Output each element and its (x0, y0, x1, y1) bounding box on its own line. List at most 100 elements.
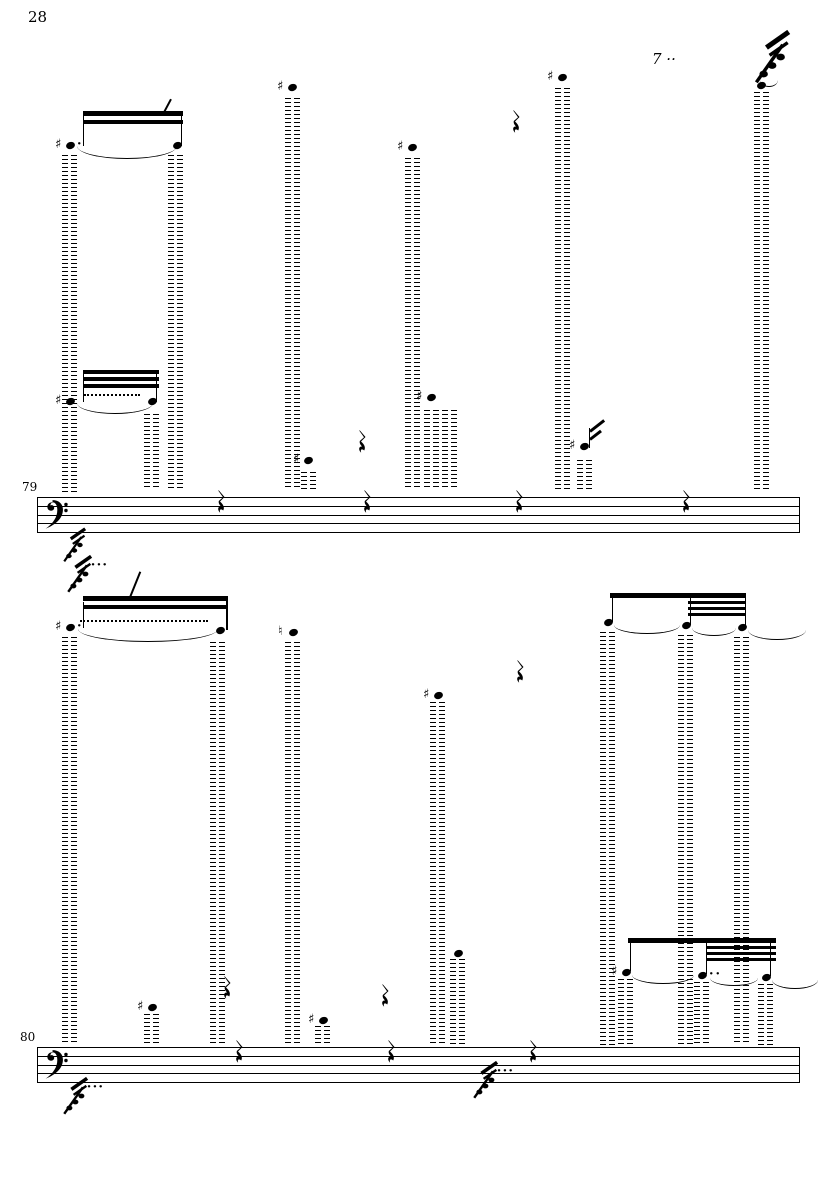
note-stem (83, 602, 85, 628)
quarter-rest-icon (528, 1040, 539, 1064)
ledger-column (424, 410, 439, 490)
notehead (65, 140, 76, 151)
barline (799, 497, 801, 532)
augmentation-dot: ·· (709, 967, 723, 982)
grace-note-group: ··· (63, 1076, 103, 1122)
notehead (557, 72, 568, 83)
grace-beam (764, 29, 790, 49)
grace-notehead (77, 542, 83, 548)
augmentation-dot: · (77, 619, 84, 634)
staff-line (37, 1055, 800, 1057)
tie (710, 978, 758, 986)
grace-notehead (66, 553, 72, 559)
quarter-rest-icon (216, 490, 227, 514)
notehead (288, 627, 299, 638)
beam (83, 596, 228, 601)
grace-note-group (63, 527, 97, 569)
quarter-rest-icon (514, 490, 525, 514)
ledger-column (694, 982, 709, 1045)
notehead (697, 970, 708, 981)
barline (37, 497, 39, 532)
grace-notehead (71, 548, 78, 553)
bass-clef-icon (43, 1048, 69, 1080)
tie (772, 980, 818, 989)
grace-notehead (759, 70, 768, 78)
ledger-column (555, 88, 570, 490)
grace-note-group (754, 29, 807, 94)
tie (614, 625, 680, 634)
beam (83, 120, 183, 124)
note-stem (630, 943, 632, 971)
augmentation-dot: · (77, 137, 84, 152)
natural-icon: ♮ (278, 624, 283, 639)
grace-notehead (776, 53, 785, 61)
beam (706, 958, 776, 961)
grace-note-group: ··· (473, 1060, 513, 1106)
ledger-column (577, 460, 592, 490)
staff-line (37, 1082, 800, 1083)
quarter-rest-icon (380, 984, 391, 1008)
grace-notehead (82, 571, 89, 577)
dotted-tie (84, 394, 140, 396)
grace-dots: ··· (90, 557, 109, 573)
notehead (65, 622, 76, 633)
staff-line (37, 505, 800, 507)
grace-notehead (72, 1099, 79, 1105)
beam (688, 601, 746, 604)
grace-notehead (488, 1077, 495, 1083)
grace-notehead (76, 577, 83, 583)
note-stem (181, 116, 183, 146)
grace-notehead (66, 1105, 73, 1111)
ledger-column (144, 414, 159, 490)
tie (748, 630, 806, 640)
beam (610, 593, 746, 598)
notehead (147, 1002, 158, 1013)
beam (83, 370, 159, 374)
ledger-column (430, 702, 445, 1045)
grace-notehead (70, 583, 77, 589)
sharp-icon: ♯ (55, 137, 62, 152)
sharp-icon: ♯ (55, 619, 62, 634)
sharp-icon: ♯ (137, 999, 144, 1014)
quarter-rest-icon (222, 976, 233, 1000)
sharp-icon: ♯ (547, 69, 554, 84)
ledger-column (450, 959, 465, 1045)
tie (760, 80, 778, 87)
beam (83, 384, 159, 388)
measure-number: 79 (22, 480, 38, 494)
eighth-rest-icon: 7 ·· (652, 50, 676, 68)
note-stem (612, 598, 614, 622)
grace-notehead (767, 62, 777, 69)
staff-line (37, 497, 800, 498)
ledger-column (405, 158, 420, 490)
ledger-column (144, 1014, 159, 1045)
grace-note-group: ··· (67, 554, 107, 600)
sharp-icon: ♯ (569, 438, 576, 453)
notehead (603, 617, 614, 628)
note-stem (83, 116, 85, 146)
tie (692, 628, 736, 636)
staff-line (37, 532, 800, 533)
grace-notehead (476, 1089, 483, 1095)
bass-clef-icon (43, 498, 69, 530)
barline (37, 1047, 39, 1082)
quarter-rest-icon (234, 1040, 245, 1064)
ledger-column (285, 642, 300, 1045)
ledger-column (618, 979, 633, 1045)
notehead (621, 967, 632, 978)
notehead (426, 392, 437, 403)
sharp-icon: ♯ (308, 1012, 315, 1027)
beam (688, 607, 746, 610)
sharp-icon: ♯ (277, 79, 284, 94)
staff-line (37, 1047, 800, 1048)
tie (77, 403, 153, 414)
sharp-icon: ♯ (55, 393, 62, 408)
measure-number: 80 (20, 1030, 36, 1044)
sharp-icon: ♯ (397, 139, 404, 154)
beam (83, 605, 228, 609)
ledger-column (734, 637, 749, 1045)
note-stem (156, 374, 158, 402)
sharp-icon: ♯ (611, 964, 618, 979)
sharp-icon: ♯ (293, 452, 300, 467)
